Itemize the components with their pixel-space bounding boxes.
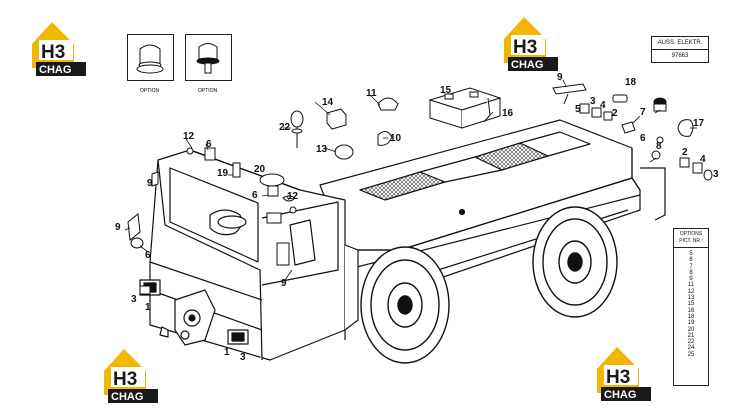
callout-1b: 1 [224, 347, 230, 358]
option-caption-25: OPTION [198, 88, 218, 94]
callout-15: 14 [322, 97, 334, 108]
options-list-item: 5 [689, 251, 693, 257]
options-list-item: 15 [687, 301, 695, 308]
callout-20: 19 [217, 168, 229, 179]
callout-11: 11 [366, 88, 377, 99]
callout-14: 13 [316, 144, 328, 155]
options-list-item: 24 [687, 345, 695, 352]
callout-4b: 4 [700, 154, 706, 165]
callout-6c: 6 [145, 250, 151, 261]
option-caption-24: OPTION [140, 88, 160, 94]
logo-brand: CHAG [511, 59, 543, 71]
options-list-item: 6 [689, 257, 693, 264]
options-list-item: 22 [687, 339, 695, 346]
callout-9a: 9 [147, 178, 153, 189]
options-list-item: 25 [687, 351, 695, 358]
callout-19: 17 [693, 118, 705, 129]
callout-6a: 6 [206, 139, 212, 150]
callout-10: 10 [390, 133, 402, 144]
options-list-item: 8 [689, 269, 693, 276]
front-wheel [360, 246, 450, 364]
options-list-item: 9 [689, 276, 693, 283]
callout-9c: 9 [281, 278, 287, 289]
options-table-header: OPTIONS PICT. NR.: [674, 229, 708, 248]
callout-17: 16 [502, 108, 514, 119]
logo-brand: CHAG [604, 389, 636, 401]
callout-9d: 9 [557, 72, 563, 83]
options-list-item: 7 [689, 263, 693, 270]
options-list-item: 18 [687, 313, 695, 320]
callout-2a: 2 [612, 108, 618, 119]
logo-letters: H3 [113, 369, 137, 390]
callout-7: 7 [640, 107, 646, 118]
reference-title: AUSS. ELEKTR. [657, 40, 703, 46]
callout-3c: 3 [590, 96, 596, 107]
logo-brand: CHAG [39, 64, 71, 76]
options-list-item: 20 [687, 326, 695, 333]
callout-3d: 3 [713, 169, 719, 180]
cab-outline [139, 149, 359, 361]
callout-16: 15 [440, 85, 452, 96]
options-list-item: 21 [687, 332, 695, 339]
options-list-item: 19 [687, 320, 695, 327]
logo-letters: H3 [606, 367, 630, 388]
callout-1a: 1 [145, 302, 151, 313]
option-box-25 [185, 34, 232, 81]
callout-4a: 4 [600, 100, 606, 111]
reference-number: 97663 [652, 49, 708, 62]
callout-12: 12 [287, 191, 299, 202]
callout-13: 12 [183, 131, 195, 142]
leader-lines [124, 79, 697, 281]
callout-9b: 9 [115, 222, 121, 233]
options-list-item: 11 [687, 282, 695, 289]
options-list-item: 13 [687, 295, 695, 302]
option-box-24 [127, 34, 174, 81]
callout-3b: 3 [240, 352, 246, 363]
logo-letters: H3 [513, 37, 537, 58]
vehicle-outline [319, 119, 666, 340]
logo-letters: H3 [41, 42, 65, 63]
rear-wheel [532, 206, 618, 318]
reference-box: AUSS. ELEKTR. 97663 [651, 36, 709, 63]
callout-21: 20 [254, 164, 266, 175]
callout-5: 5 [575, 104, 581, 115]
callout-18: 18 [625, 77, 637, 88]
beacon-mount-icon [196, 43, 220, 74]
component-parts [127, 83, 713, 295]
options-list-item: 16 [687, 307, 695, 314]
callout-3a: 3 [131, 294, 137, 305]
callout-2b: 2 [682, 147, 688, 158]
callout-22: 22 [279, 122, 291, 133]
options-list-item: 12 [687, 288, 695, 295]
logo-brand: CHAG [111, 391, 143, 403]
beacon-icon [136, 44, 164, 74]
callout-8: 8 [656, 141, 662, 152]
callout-6b: 6 [252, 190, 258, 201]
callout-6d: 6 [640, 133, 646, 144]
